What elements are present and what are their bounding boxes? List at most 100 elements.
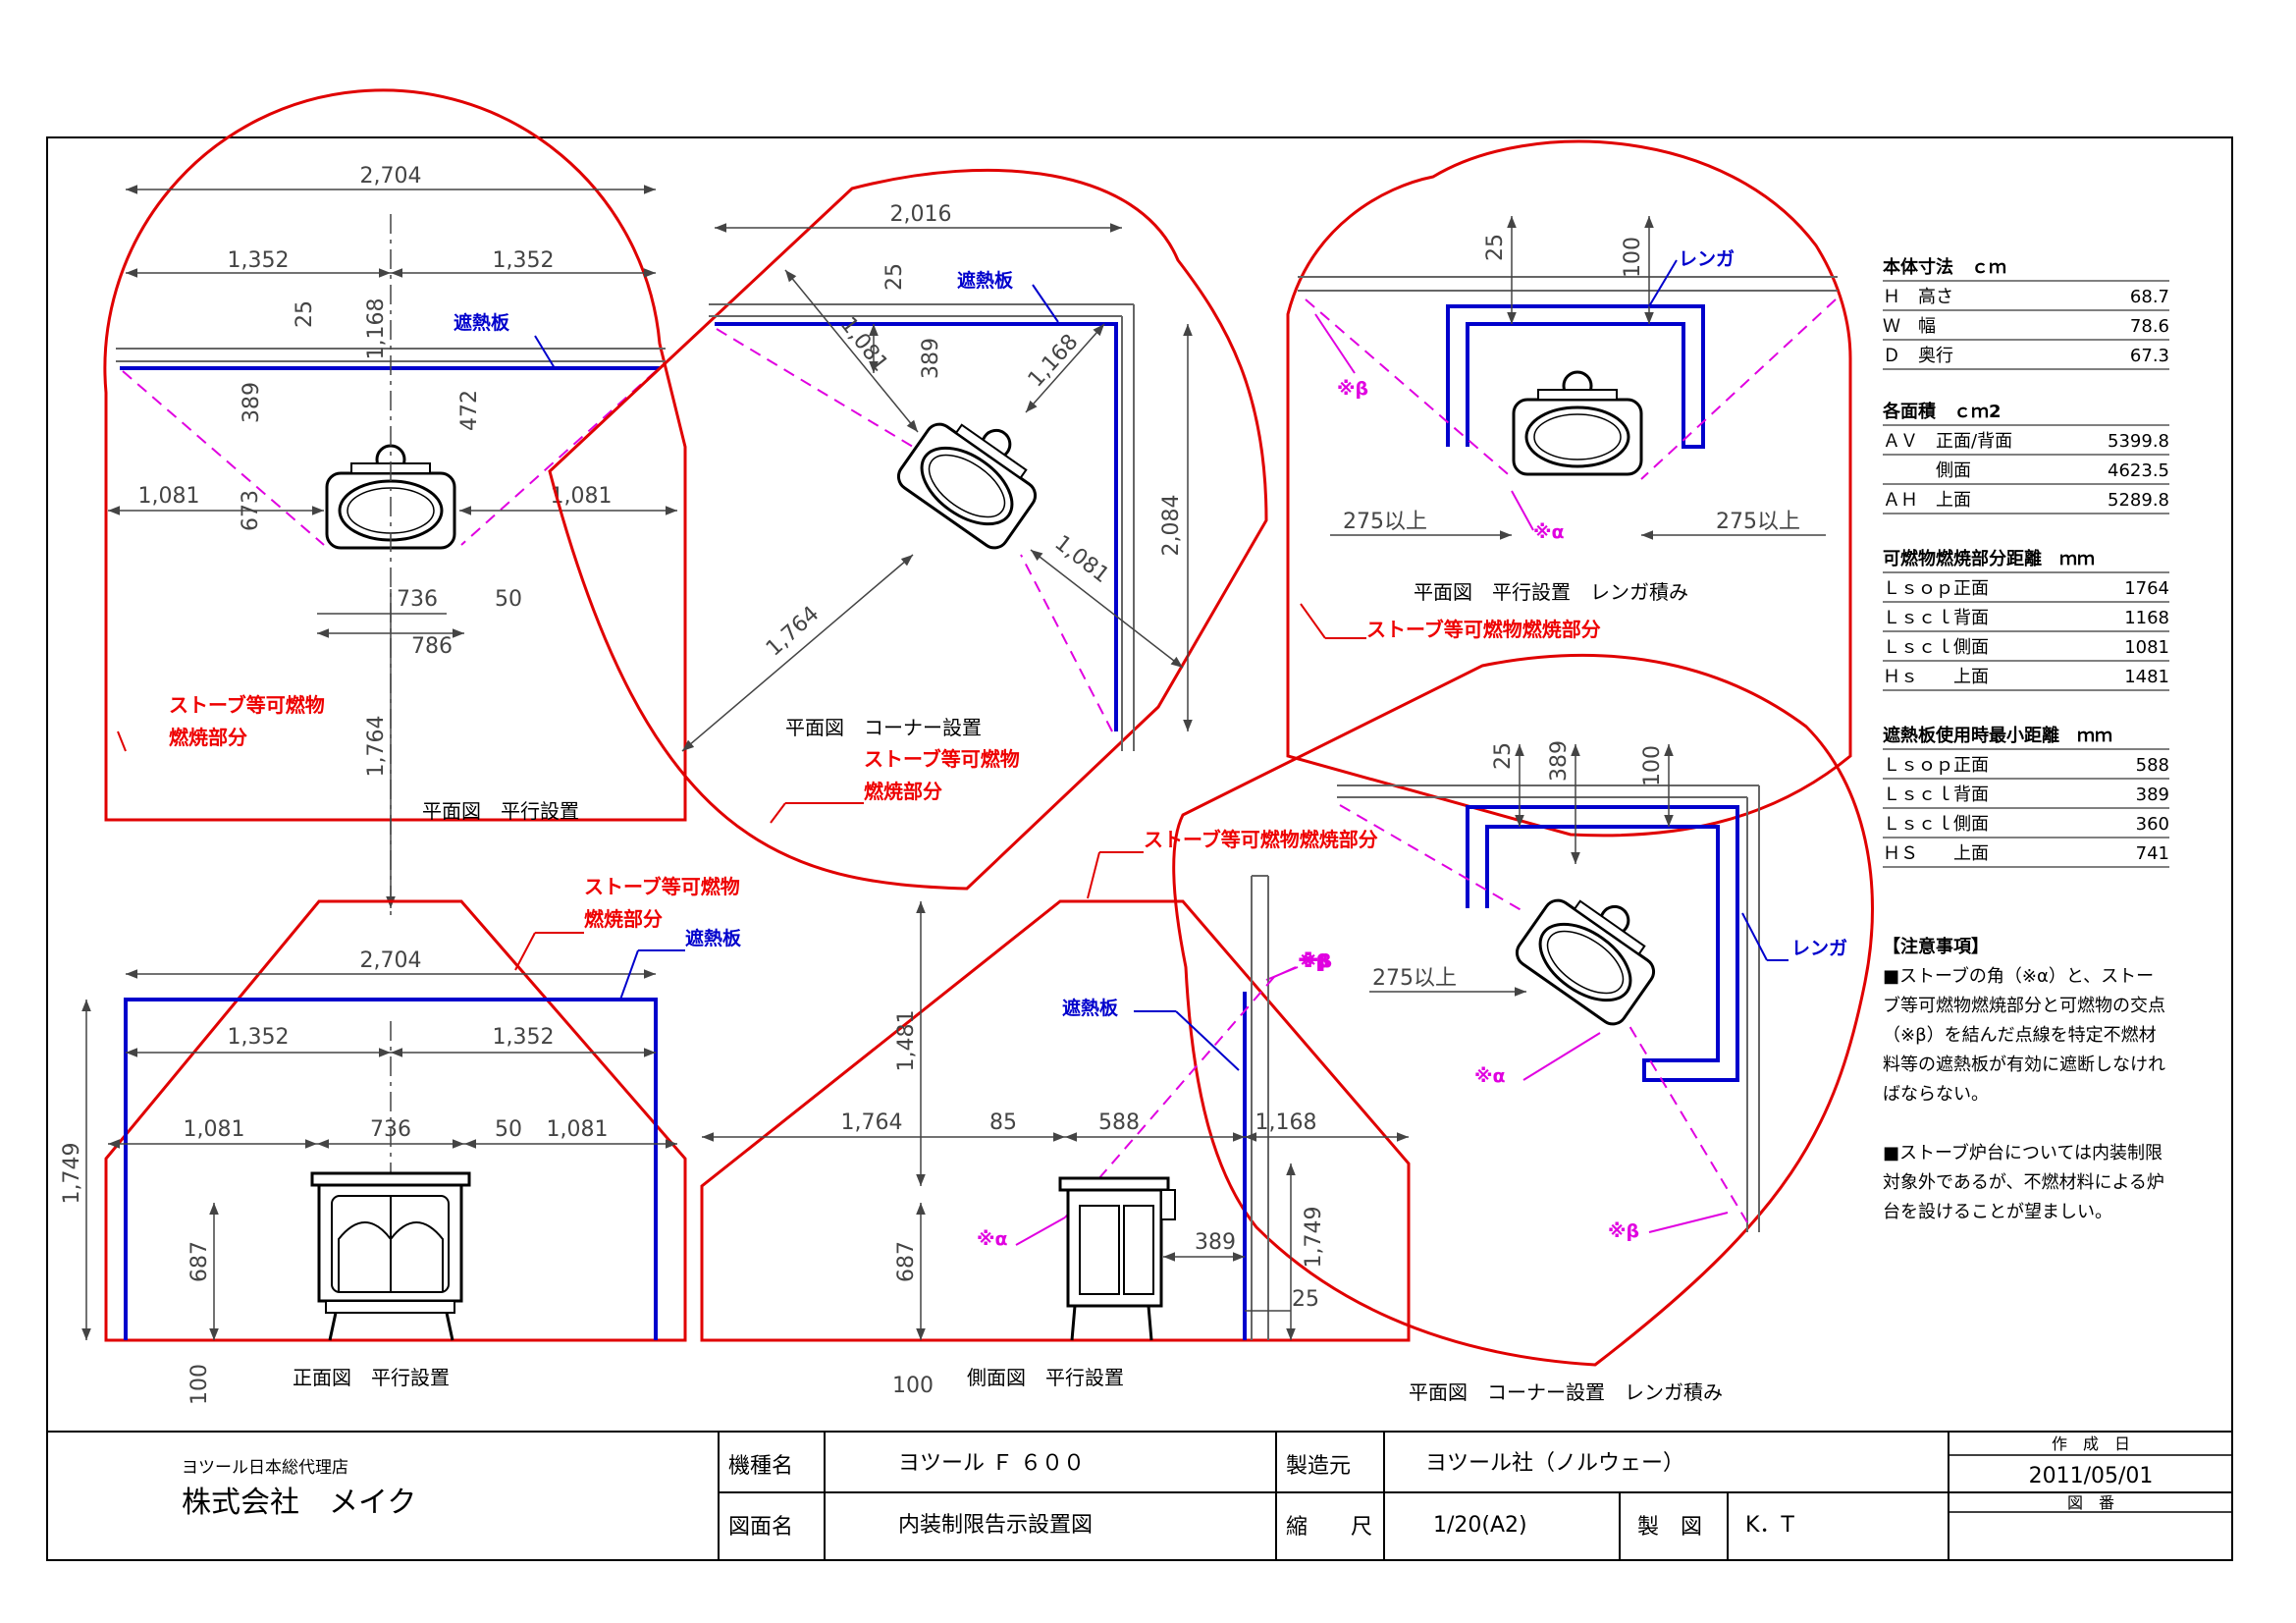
spec-row-label: ＡＨ 上面: [1883, 490, 1971, 511]
dim-786: 786: [411, 634, 453, 659]
shield-label: 遮熱板: [1062, 997, 1119, 1019]
date-label: 作 成 日: [2052, 1434, 2130, 1453]
beta-label: ※β: [1337, 378, 1368, 400]
combustion-zone-outline: [103, 88, 687, 822]
spec-row-label: Ｗ 幅: [1883, 316, 1936, 337]
number-label: 図 番: [2067, 1493, 2114, 1512]
note-line: 料等の遮熱板が有効に遮断しなけれ: [1883, 1055, 2165, 1075]
note-line: ■ストーブの角（※α）と、ストー: [1883, 965, 2154, 987]
spec-row-label: Ｌｓｃｌ背面: [1883, 608, 1989, 628]
spec-row-value: 1764: [2124, 578, 2169, 599]
burn-label-line1: ストーブ等可燃物: [864, 747, 1020, 771]
dim-1352-left: 1,352: [228, 1025, 290, 1050]
dim-100: 100: [1621, 237, 1645, 278]
spec-row-label: Ｌｓｃｌ側面: [1883, 637, 1989, 658]
alpha-label: ※α: [1533, 521, 1565, 543]
plan-brick-view: 25 100 275以上 275以上 レンガ ※β ※α 平面図 平行設置 レン…: [1286, 139, 1852, 838]
sheet-border: [46, 136, 2233, 1561]
dim-2016: 2,016: [890, 202, 952, 227]
beta-label-top: ※β: [1298, 950, 1329, 972]
dim-1168: 1,168: [1024, 330, 1084, 393]
spec-row-label: 側面: [1883, 460, 1971, 481]
dim-389: 389: [919, 338, 943, 379]
combustion-zone-outline: [104, 899, 687, 1342]
note-line: 対象外であるが、不燃材料による炉: [1883, 1172, 2164, 1193]
dim-472: 472: [457, 390, 482, 431]
dim-25: 25: [1483, 234, 1508, 261]
side-view: 1,481 1,764 85 588 1,168 687 389 1,749 2…: [700, 828, 1411, 1398]
brick-label: レンガ: [1791, 938, 1847, 959]
maker-value: ヨツール社（ノルウェー）: [1425, 1451, 1684, 1476]
spec-row-value: 1168: [2124, 608, 2169, 628]
spec-section-title: 各面積 ｃｍ2: [1882, 401, 2002, 422]
spec-row-label: Ｈｓ 上面: [1883, 667, 1989, 687]
dim-1081-lower: 1,081: [1049, 531, 1113, 588]
spec-row-label: ＨＳ 上面: [1883, 843, 1989, 864]
dim-1749: 1,749: [60, 1143, 84, 1205]
dim-687: 687: [894, 1241, 919, 1282]
dim-25: 25: [882, 263, 907, 291]
dim-389: 389: [240, 382, 264, 423]
alpha-label: ※α: [977, 1228, 1008, 1250]
shield-label: 遮熱板: [685, 927, 742, 949]
spec-row-label: Ｌｓｃｌ背面: [1883, 784, 1989, 805]
plan-corner-brick-view: 25 389 100 275以上 レンガ ※β ※α ※β 平面図 コーナー設置…: [1172, 653, 1874, 1404]
dim-2704: 2,704: [360, 164, 422, 189]
dim-1081-left: 1,081: [138, 484, 200, 509]
dim-50: 50: [495, 587, 522, 612]
spec-row-value: 741: [2136, 843, 2169, 864]
stove-plan-icon: [1510, 871, 1677, 1031]
dim-100: 100: [1640, 745, 1665, 786]
burn-label-line2: 燃焼部分: [169, 726, 247, 749]
view-title: 側面図 平行設置: [967, 1366, 1124, 1389]
shield-plate: [124, 998, 658, 1340]
alpha-label: ※α: [1474, 1065, 1506, 1087]
burn-label: ストーブ等可燃物燃焼部分: [1366, 618, 1601, 641]
title-block: ヨツール日本総代理店 株式会社 メイク 機種名 ヨツール Ｆ ６００ 製造元 ヨ…: [47, 1431, 2232, 1560]
dim-1081-right: 1,081: [551, 484, 613, 509]
view-title: 平面図 コーナー設置: [785, 716, 982, 739]
combustion-zone-outline: [700, 899, 1411, 1342]
dim-1749: 1,749: [1302, 1207, 1326, 1269]
front-view: 2,704 1,352 1,352 1,081 736 50 1,081 1,7…: [60, 875, 742, 1405]
dim-1168: 1,168: [364, 298, 389, 360]
drawing-value: 内装制限告示設置図: [898, 1513, 1093, 1538]
spec-row-value: 67.3: [2130, 346, 2169, 366]
beta-label-bottom: ※β: [1608, 1220, 1639, 1242]
model-label: 機種名: [728, 1454, 793, 1479]
dim-100: 100: [892, 1374, 934, 1398]
dim-2084: 2,084: [1159, 495, 1184, 557]
dim-1481: 1,481: [894, 1010, 919, 1072]
date-value: 2011/05/01: [2029, 1464, 2154, 1488]
dim-1168: 1,168: [1255, 1110, 1317, 1135]
note-line: 台を設けることが望ましい。: [1883, 1202, 2112, 1222]
dim-1764: 1,764: [364, 716, 389, 778]
spec-row-label: Ｌｓｏｐ正面: [1883, 578, 1989, 599]
note-line: （※β）を結んだ点線を特定不燃材: [1883, 1025, 2157, 1046]
shield-label: 遮熱板: [957, 269, 1014, 292]
brick-wall: [1466, 805, 1739, 1082]
drawn-value: K．T: [1745, 1513, 1794, 1538]
dim-687: 687: [187, 1241, 212, 1282]
shield-plate: [715, 322, 1118, 731]
agent-label: ヨツール日本総代理店: [182, 1458, 348, 1478]
spec-row-value: 360: [2136, 814, 2169, 835]
spec-row-value: 588: [2136, 755, 2169, 776]
spec-section-title: 遮熱板使用時最小距離 ｍｍ: [1883, 725, 2112, 746]
note-line: ■ストーブ炉台については内装制限: [1883, 1142, 2163, 1163]
spec-row-value: 389: [2136, 784, 2169, 805]
dim-673: 673: [239, 490, 263, 531]
spec-row-value: 5289.8: [2108, 490, 2169, 511]
dim-389: 389: [1195, 1230, 1236, 1255]
maker-label: 製造元: [1286, 1454, 1351, 1479]
burn-label: ストーブ等可燃物燃焼部分: [1144, 828, 1378, 851]
dim-736: 736: [370, 1117, 411, 1142]
spec-row-label: ＡＶ 正面/背面: [1883, 431, 2012, 452]
spec-row-value: 78.6: [2130, 316, 2169, 337]
notes-title: 【注意事項】: [1883, 936, 1989, 957]
dim-100: 100: [187, 1364, 212, 1405]
burn-label-line1: ストーブ等可燃物: [169, 693, 325, 717]
dim-1352-left: 1,352: [228, 248, 290, 273]
dim-588: 588: [1098, 1110, 1140, 1135]
